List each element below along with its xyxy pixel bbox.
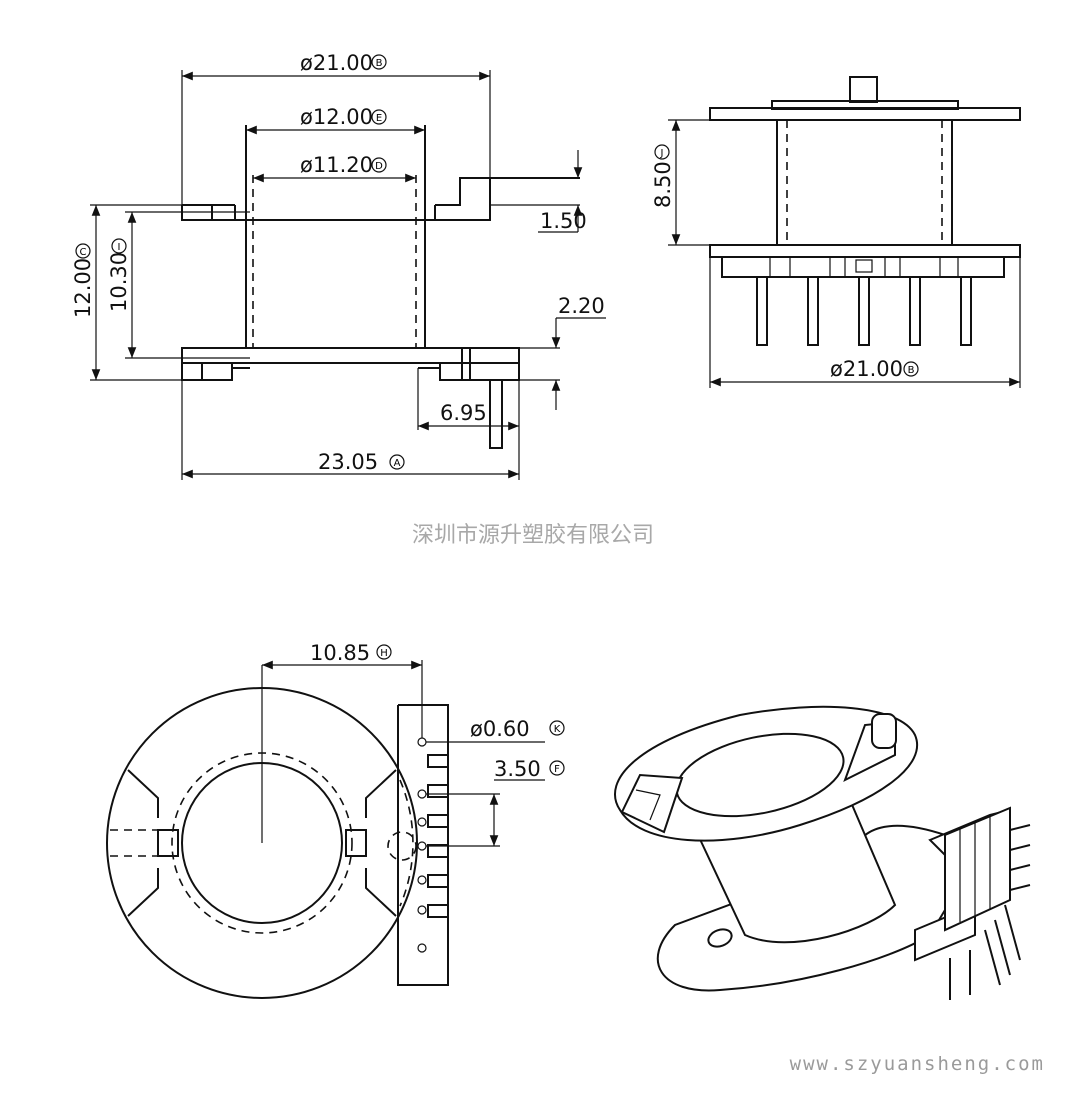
dim-total-height: 12.00 bbox=[71, 258, 95, 318]
ref-marker: I bbox=[111, 238, 127, 254]
dim-flange-diameter: ø21.00 bbox=[300, 51, 373, 75]
svg-text:I: I bbox=[118, 242, 121, 253]
dim-core-outer-diameter: ø12.00 bbox=[300, 105, 373, 129]
ref-marker: F bbox=[549, 760, 565, 776]
ref-marker: D bbox=[371, 157, 387, 173]
isometric-view bbox=[614, 705, 1031, 1000]
side-pin-4 bbox=[909, 276, 921, 346]
dim-side-base-diameter: ø21.00 bbox=[830, 357, 903, 381]
ref-marker: B bbox=[903, 361, 919, 377]
dim-pin-offset: 6.95 bbox=[440, 401, 487, 425]
svg-text:B: B bbox=[908, 365, 915, 376]
ref-marker: A bbox=[389, 454, 405, 470]
dim-pin-pitch: 3.50 bbox=[494, 757, 541, 781]
ref-marker: K bbox=[549, 720, 565, 736]
svg-text:J: J bbox=[660, 148, 664, 159]
side-view: 8.50 ø21.00 J B bbox=[651, 76, 1021, 388]
dim-pin-diameter: ø0.60 bbox=[470, 717, 530, 741]
svg-text:D: D bbox=[375, 161, 383, 172]
side-pin-1 bbox=[756, 276, 768, 346]
dim-total-width: 23.05 bbox=[318, 450, 378, 474]
company-watermark: 深圳市源升塑胶有限公司 bbox=[412, 523, 654, 548]
dim-flange-thickness: 1.50 bbox=[540, 209, 587, 233]
svg-text:A: A bbox=[394, 458, 401, 469]
bottom-view: 10.85 ø0.60 3.50 H K F bbox=[106, 641, 565, 999]
ref-marker: B bbox=[371, 54, 387, 70]
dim-core-inner-diameter: ø11.20 bbox=[300, 153, 373, 177]
svg-text:F: F bbox=[554, 764, 560, 775]
side-pin-2 bbox=[807, 276, 819, 346]
dim-winding-height: 10.30 bbox=[107, 252, 131, 312]
website-url: www.szyuansheng.com bbox=[790, 1053, 1045, 1075]
dim-center-to-pin: 10.85 bbox=[310, 641, 370, 665]
ref-marker: E bbox=[371, 109, 387, 125]
svg-text:B: B bbox=[376, 58, 383, 69]
side-pin-3 bbox=[858, 276, 870, 346]
front-view: ø21.00 ø12.00 ø11.20 1.50 2.20 6.95 23.0… bbox=[71, 51, 606, 480]
ref-marker: H bbox=[376, 644, 392, 660]
svg-text:K: K bbox=[554, 724, 561, 735]
svg-text:H: H bbox=[380, 648, 388, 659]
ref-marker: C bbox=[75, 243, 91, 259]
dim-base-thickness: 2.20 bbox=[558, 294, 605, 318]
side-pin-5 bbox=[960, 276, 972, 346]
dim-side-height: 8.50 bbox=[651, 161, 675, 208]
svg-text:C: C bbox=[80, 247, 87, 258]
ref-marker: J bbox=[654, 144, 670, 160]
svg-text:E: E bbox=[376, 113, 382, 124]
